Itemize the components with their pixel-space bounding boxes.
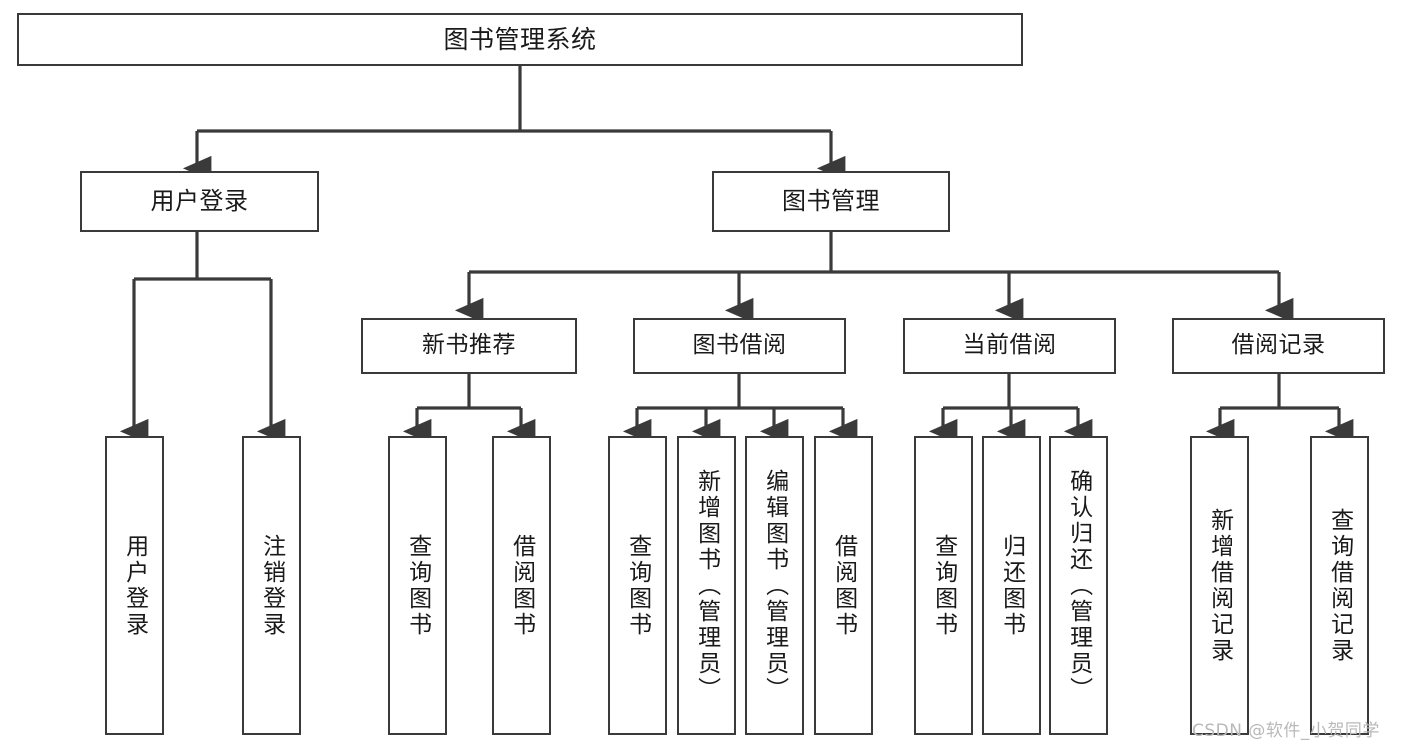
node-label: 归还图书 (998, 533, 1025, 638)
node-label: 查询图书 (404, 533, 431, 638)
node-user-login[interactable]: 用户登录 (80, 171, 319, 232)
node-label: 用户登录 (150, 187, 249, 216)
node-leaf-borrow-book-2[interactable]: 借阅图书 (814, 436, 873, 735)
node-label: 查询图书 (930, 533, 957, 638)
node-root-system[interactable]: 图书管理系统 (17, 13, 1023, 66)
node-leaf-add-record[interactable]: 新增借阅记录 (1190, 436, 1249, 735)
node-label: 当前借阅 (962, 332, 1057, 359)
node-leaf-confirm-return[interactable]: 确认归还（管理员） (1049, 436, 1108, 735)
watermark-credit: CSDN @软件_小贺同学 (1192, 721, 1380, 741)
node-leaf-add-book[interactable]: 新增图书（管理员） (677, 436, 736, 735)
node-current-borrow[interactable]: 当前借阅 (903, 318, 1116, 374)
node-label: 图书借阅 (692, 332, 787, 359)
node-label: 借阅记录 (1231, 332, 1326, 359)
node-leaf-query-book-1[interactable]: 查询图书 (388, 436, 447, 735)
node-book-manage[interactable]: 图书管理 (712, 171, 950, 232)
node-leaf-return-book[interactable]: 归还图书 (982, 436, 1041, 735)
node-label: 注销登录 (258, 533, 285, 638)
node-label: 新增图书（管理员） (693, 468, 720, 703)
node-label: 图书管理系统 (443, 24, 597, 54)
node-label: 新增借阅记录 (1206, 507, 1233, 664)
node-borrow-record[interactable]: 借阅记录 (1172, 318, 1385, 374)
node-leaf-user-login[interactable]: 用户登录 (105, 436, 164, 735)
node-leaf-query-book-3[interactable]: 查询图书 (914, 436, 973, 735)
node-label: 图书管理 (782, 187, 880, 216)
node-label: 借阅图书 (830, 533, 857, 638)
node-label: 新书推荐 (422, 332, 516, 359)
node-leaf-query-record[interactable]: 查询借阅记录 (1310, 436, 1369, 735)
node-leaf-logout-login[interactable]: 注销登录 (242, 436, 301, 735)
node-leaf-query-book-2[interactable]: 查询图书 (608, 436, 667, 735)
node-leaf-borrow-book-1[interactable]: 借阅图书 (492, 436, 551, 735)
node-label: 查询图书 (624, 533, 651, 638)
node-label: 查询借阅记录 (1326, 507, 1353, 664)
node-label: 用户登录 (121, 533, 148, 638)
node-book-borrow[interactable]: 图书借阅 (633, 318, 846, 374)
node-label: 编辑图书（管理员） (761, 468, 788, 703)
node-label: 确认归还（管理员） (1065, 468, 1092, 703)
node-leaf-edit-book[interactable]: 编辑图书（管理员） (745, 436, 804, 735)
node-new-book-recommend[interactable]: 新书推荐 (361, 318, 577, 374)
node-label: 借阅图书 (508, 533, 535, 638)
